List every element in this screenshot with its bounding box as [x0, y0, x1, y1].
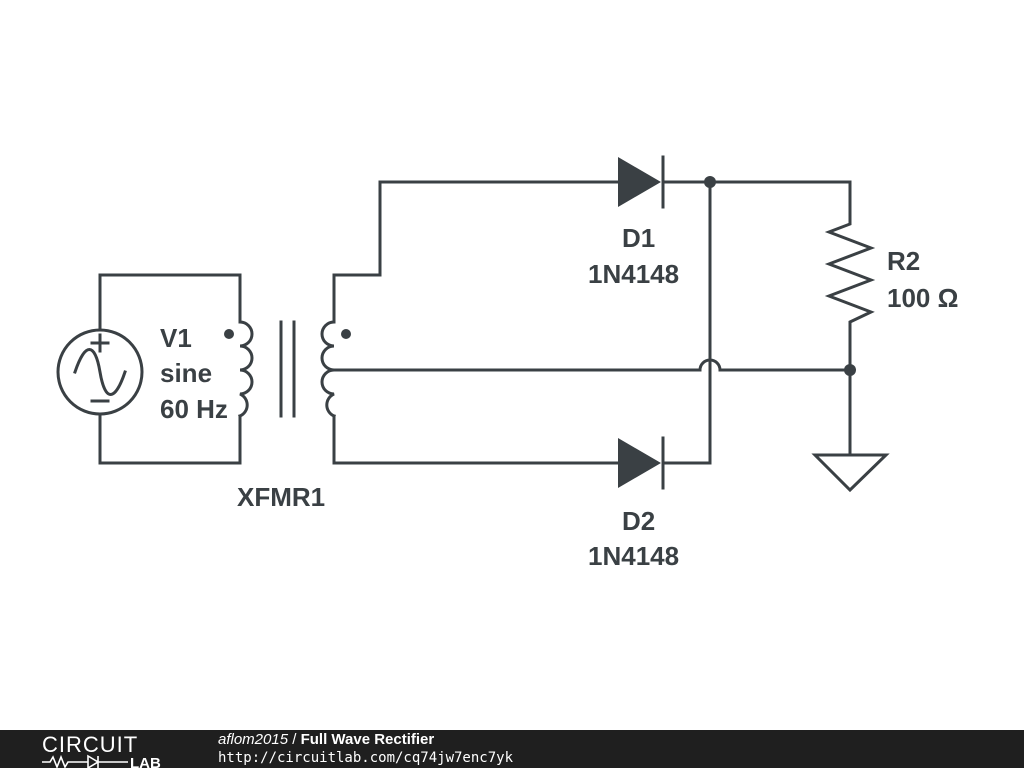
d2-ref-label: D2	[622, 506, 655, 536]
d1-part-label: 1N4148	[588, 259, 679, 289]
title-separator: /	[292, 731, 297, 748]
author-link[interactable]: aflom2015	[218, 731, 289, 748]
r2-ref-label: R2	[887, 246, 920, 276]
voltage-source-v1	[56, 328, 144, 416]
circuit-schematic: V1 sine 60 Hz XFMR1 D1 1N4148 D2 1N4148	[56, 155, 958, 571]
r2-value-label: 100 Ω	[887, 283, 958, 313]
transformer-xfmr1	[224, 320, 351, 418]
sine-wave-icon	[73, 348, 127, 396]
resistor-diode-icon	[42, 754, 128, 768]
v1-type-label: sine	[160, 358, 212, 388]
footer-bar: CIRCUIT LAB aflom2015 / Full Wave Rectif…	[0, 730, 1024, 768]
logo-bottom-text: LAB	[130, 755, 161, 768]
diode-d1	[618, 155, 852, 209]
ground-icon	[811, 368, 890, 493]
transformer-core	[279, 320, 296, 418]
diode-d2	[618, 436, 712, 490]
d2-part-label: 1N4148	[588, 541, 679, 571]
primary-polarity-dot	[224, 329, 234, 339]
junction-node-top	[704, 176, 716, 188]
footer-text: aflom2015 / Full Wave Rectifier http://c…	[218, 731, 513, 767]
plus-icon	[90, 333, 110, 353]
v1-ref-label: V1	[160, 323, 192, 353]
d1-ref-label: D1	[622, 223, 655, 253]
center-tap-wire	[332, 358, 852, 372]
resistor-r2	[824, 180, 876, 372]
primary-wiring	[98, 273, 242, 465]
circuitlab-logo[interactable]: CIRCUIT LAB	[40, 732, 180, 768]
circuit-url-link[interactable]: http://circuitlab.com/cq74jw7enc7yk	[218, 750, 514, 766]
v1-value-label: 60 Hz	[160, 394, 228, 424]
footer-title-line: aflom2015 / Full Wave Rectifier	[218, 731, 513, 749]
xfmr1-ref-label: XFMR1	[237, 482, 325, 512]
secondary-polarity-dot	[341, 329, 351, 339]
secondary-wiring	[332, 180, 852, 465]
logo-top-text: CIRCUIT	[42, 732, 138, 757]
circuit-title: Full Wave Rectifier	[300, 731, 435, 748]
